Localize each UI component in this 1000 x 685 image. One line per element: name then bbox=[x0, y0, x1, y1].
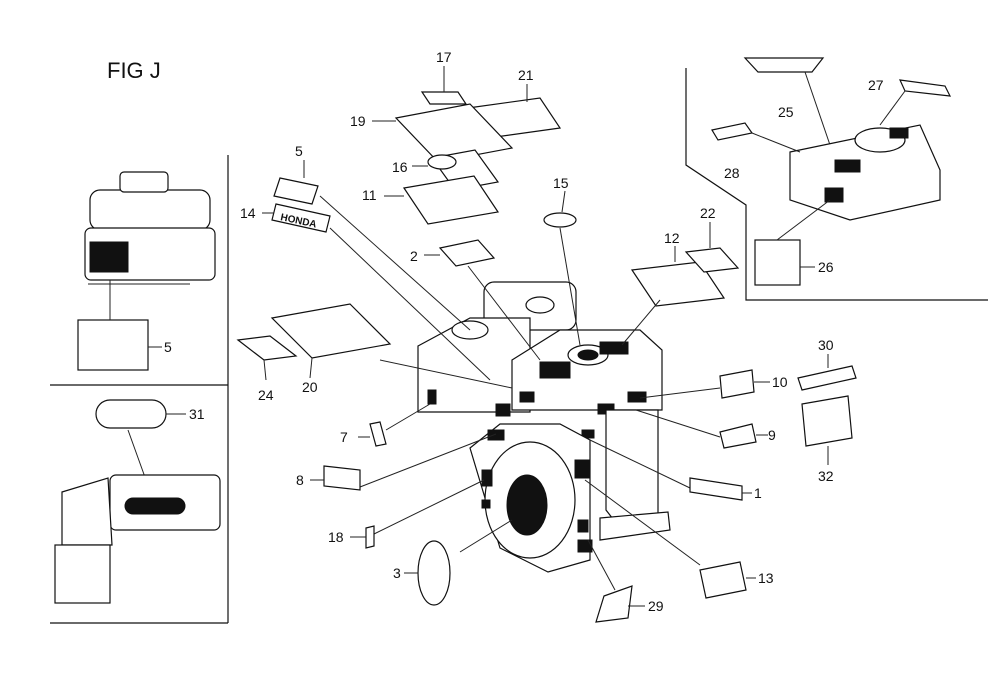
callout-28: 28 bbox=[724, 165, 740, 181]
callout-10: 10 bbox=[772, 374, 788, 390]
callout-8: 8 bbox=[296, 472, 304, 488]
callout-19: 19 bbox=[350, 113, 366, 129]
callout-25: 25 bbox=[778, 104, 794, 120]
callout-26: 26 bbox=[818, 259, 834, 275]
figure-title: FIG J bbox=[107, 58, 161, 83]
callout-30: 30 bbox=[818, 337, 834, 353]
callout-31: 31 bbox=[189, 406, 205, 422]
left-labels bbox=[236, 303, 392, 381]
inset-air-cleaner-view bbox=[54, 399, 221, 604]
callout-11: 11 bbox=[362, 187, 377, 203]
callout-12: 12 bbox=[664, 230, 680, 246]
callout-18: 18 bbox=[328, 529, 344, 545]
label-26-shape bbox=[754, 239, 801, 286]
emblem-labels bbox=[262, 160, 331, 233]
inset-engine-front-view bbox=[77, 171, 216, 371]
callout-22: 22 bbox=[700, 205, 716, 221]
callout-1: 1 bbox=[754, 485, 762, 501]
label-25-shape bbox=[743, 57, 825, 73]
callout-2: 2 bbox=[410, 248, 418, 264]
callout-13: 13 bbox=[758, 570, 774, 586]
top-labels bbox=[372, 66, 577, 267]
callout-5-inset: 5 bbox=[164, 339, 172, 355]
label-28-shape bbox=[711, 122, 754, 141]
callout-9: 9 bbox=[768, 427, 776, 443]
engine-assembly bbox=[417, 281, 671, 573]
callout-14: 14 bbox=[240, 205, 256, 221]
callout-5: 5 bbox=[295, 143, 303, 159]
leader-lines bbox=[319, 195, 721, 591]
right-top-labels bbox=[630, 222, 740, 307]
callout-21: 21 bbox=[518, 67, 534, 83]
left-inset-panels bbox=[50, 155, 229, 624]
callout-3: 3 bbox=[393, 565, 401, 581]
callout-29: 29 bbox=[648, 598, 664, 614]
engine-label-shapes bbox=[323, 365, 857, 623]
callout-7: 7 bbox=[340, 429, 348, 445]
inset-fuel-tank bbox=[685, 57, 988, 301]
callout-16: 16 bbox=[392, 159, 408, 175]
label-5-panel bbox=[77, 319, 149, 371]
callout-27: 27 bbox=[868, 77, 884, 93]
callout-17: 17 bbox=[436, 49, 452, 65]
label-27-shape bbox=[899, 79, 952, 97]
callout-24: 24 bbox=[258, 387, 274, 403]
callout-15: 15 bbox=[553, 175, 569, 191]
callout-32: 32 bbox=[818, 468, 834, 484]
label-31-panel bbox=[95, 399, 167, 429]
callout-20: 20 bbox=[302, 379, 318, 395]
